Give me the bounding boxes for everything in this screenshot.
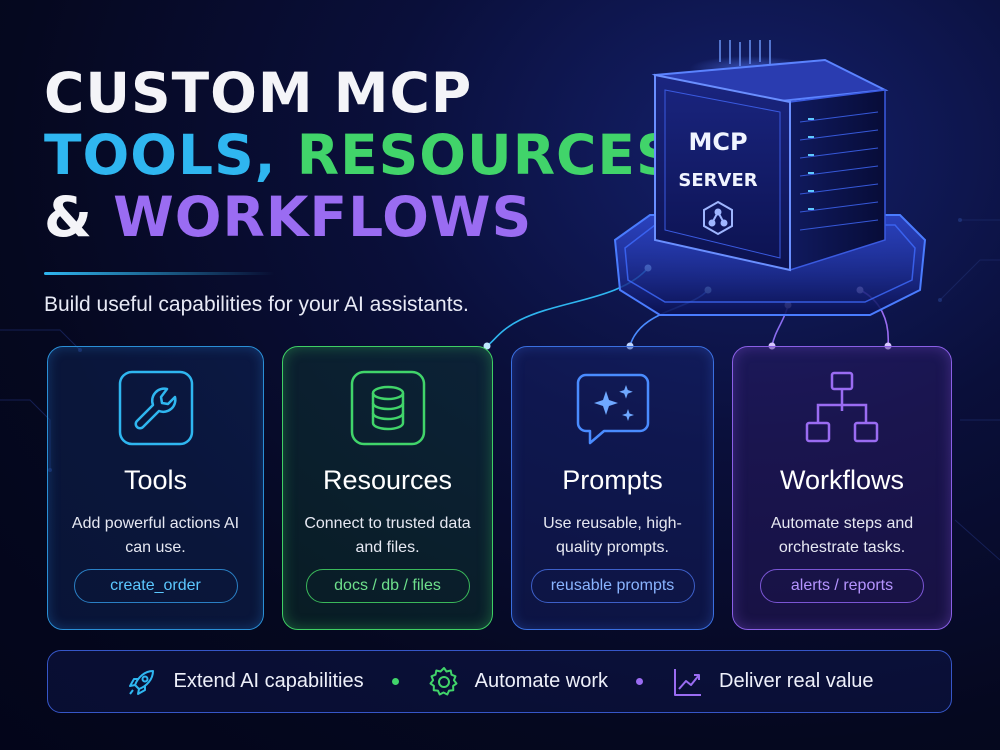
benefit-value: Deliver real value xyxy=(671,665,874,699)
card-tag-pill[interactable]: create_order xyxy=(73,569,238,603)
headline-tools: TOOLS, xyxy=(44,123,277,187)
card-description: Connect to trusted data and files. xyxy=(304,515,471,556)
card-title: Workflows xyxy=(779,465,905,495)
server-label-line2: SERVER xyxy=(678,170,757,191)
headline-ampersand: & xyxy=(44,185,93,249)
benefits-bar: Extend AI capabilities Automate work Del… xyxy=(47,650,952,713)
card-title: Prompts xyxy=(562,465,663,495)
separator-dot xyxy=(391,678,399,685)
headline-line3: & WORKFLOWS xyxy=(44,186,677,248)
flowchart-icon xyxy=(803,369,881,447)
separator-dot xyxy=(636,678,643,685)
card-resources[interactable]: Resources Connect to trusted data and fi… xyxy=(282,346,493,630)
card-workflows[interactable]: Workflows Automate steps and orchestrate… xyxy=(732,346,952,630)
card-description: Automate steps and orchestrate tasks. xyxy=(770,515,914,556)
card-title: Tools xyxy=(123,465,188,495)
card-description: Use reusable, high-quality prompts. xyxy=(543,515,682,556)
headline-workflows: WORKFLOWS xyxy=(113,185,533,249)
card-tag-pill[interactable]: alerts / reports xyxy=(760,569,924,603)
benefit-label: Automate work xyxy=(474,670,608,692)
gear-icon xyxy=(427,665,461,699)
card-description: Add powerful actions AI can use. xyxy=(71,515,240,556)
wrench-icon xyxy=(117,369,195,447)
sparkle-chat-icon xyxy=(574,369,652,447)
benefit-automate: Automate work xyxy=(427,665,608,699)
card-tag-pill[interactable]: reusable prompts xyxy=(530,569,695,603)
card-title: Resources xyxy=(322,465,453,495)
card-tag-pill[interactable]: docs / db / files xyxy=(305,569,470,603)
rocket-icon xyxy=(125,665,159,699)
headline-underline xyxy=(44,272,274,275)
benefit-label: Extend AI capabilities xyxy=(173,670,364,692)
mcp-server-illustration: MCP SERVER xyxy=(613,40,927,316)
subtitle: Build useful capabilities for your AI as… xyxy=(44,293,469,316)
headline-resources: RESOURCES xyxy=(296,123,677,187)
benefit-label: Deliver real value xyxy=(719,670,874,692)
card-tools[interactable]: Tools Add powerful actions AI can use. c… xyxy=(47,346,264,630)
headline-line1: CUSTOM MCP xyxy=(44,61,473,125)
hexagon-network-icon xyxy=(703,200,733,236)
headline-line2: TOOLS, RESOURCES xyxy=(44,124,677,186)
database-icon xyxy=(349,369,427,447)
headline: CUSTOM MCP TOOLS, RESOURCES & WORKFLOWS xyxy=(44,62,677,248)
trend-chart-icon xyxy=(671,665,705,699)
server-label-line1: MCP xyxy=(688,128,747,156)
card-prompts[interactable]: Prompts Use reusable, high-quality promp… xyxy=(511,346,714,630)
benefit-extend: Extend AI capabilities xyxy=(125,665,364,699)
